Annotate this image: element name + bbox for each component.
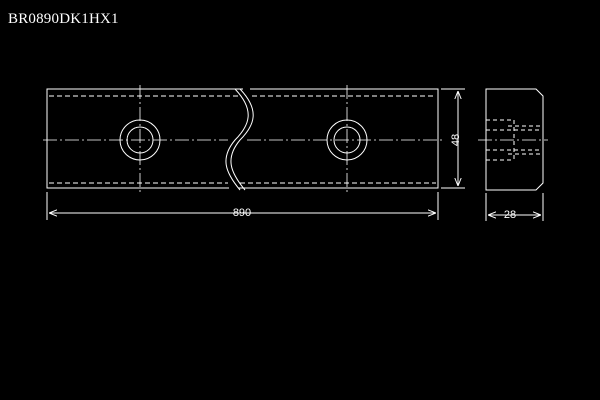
hidden-lines [49, 95, 436, 184]
center-lines [43, 85, 442, 192]
break-line-inner [230, 88, 254, 191]
part-number-title: BR0890DK1HX1 [8, 11, 119, 27]
dimension-height-label: 48 [450, 134, 462, 146]
dimension-width-label: 28 [504, 209, 516, 221]
front-view-outline-left [46, 88, 243, 189]
front-view-outline-right [238, 88, 439, 189]
mounting-hole-right [326, 119, 368, 161]
side-view [478, 88, 548, 191]
mounting-hole-left [119, 119, 161, 161]
front-view [43, 85, 442, 192]
side-hidden-lines [486, 119, 540, 161]
break-line-outer [225, 88, 249, 191]
dimension-lines [46, 88, 544, 221]
dimension-length-label: 890 [233, 207, 251, 219]
side-view-outline [485, 88, 544, 191]
